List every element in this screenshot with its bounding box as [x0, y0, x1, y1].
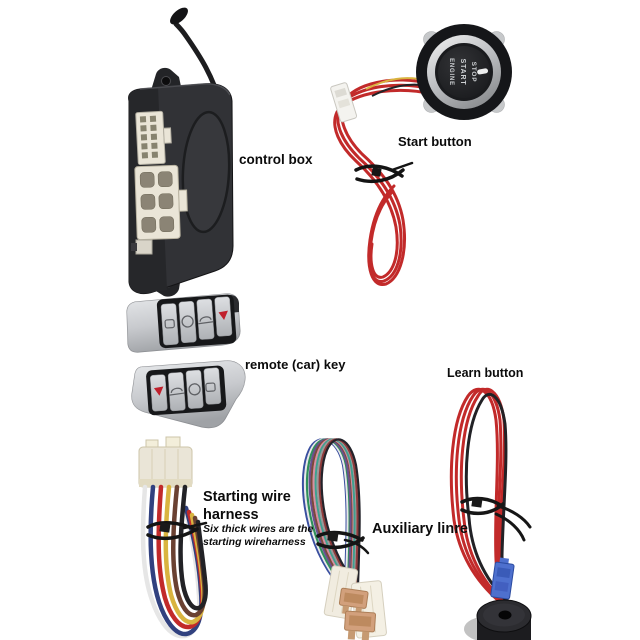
starting-wire-harness-image — [138, 436, 208, 639]
control-box-label: control box — [239, 152, 313, 167]
start-button-face-text: ENGINE START STOP — [448, 58, 477, 86]
auxiliary-wires — [301, 438, 361, 588]
learn-connector-blue — [490, 557, 515, 600]
alarm-icon — [153, 386, 164, 396]
key-bottom-button-3 — [185, 369, 204, 409]
start-button-label: Start button — [398, 134, 472, 149]
remote-key-label: remote (car) key — [245, 357, 346, 372]
starting-wire-harness-note-line1: Six thick wires are the — [203, 523, 314, 535]
starting-wire-harness-note: Six thick wires are the starting wirehar… — [203, 523, 313, 548]
auxiliary-zip-tie — [316, 530, 370, 555]
antenna-tip — [170, 7, 188, 25]
starting-wire-harness-label: Starting wire harness — [203, 488, 291, 524]
learn-button-switch — [464, 599, 532, 640]
auxiliary-line-image — [301, 438, 387, 640]
logo-icon — [188, 383, 201, 396]
start-wire-zip-tie — [354, 161, 414, 183]
svg-text:STOP: STOP — [470, 62, 477, 83]
start-button-led — [477, 68, 489, 75]
control-box-image — [128, 7, 234, 297]
auxiliary-line-label: Auxiliary linre — [372, 521, 468, 537]
remote-key-top-image — [126, 293, 241, 353]
start-button-face — [438, 46, 490, 98]
control-box-12pin-connector — [135, 110, 172, 166]
door-icon — [164, 319, 175, 329]
remote-key-bottom-image — [131, 360, 246, 429]
starting-wire-harness-note-line2: starting wireharness — [203, 535, 306, 548]
starting-harness-zip-tie — [146, 521, 208, 541]
control-box-antenna — [173, 21, 224, 109]
trunk-icon — [198, 316, 214, 325]
learn-zip-tie — [460, 496, 532, 542]
auxiliary-fuse-2 — [344, 610, 377, 640]
starting-wire-harness-label-line2: harness — [203, 507, 259, 523]
svg-text:ENGINE: ENGINE — [448, 58, 454, 86]
trunk-icon — [169, 387, 185, 396]
key-top-button-2 — [178, 300, 197, 344]
control-box-main-connector — [134, 164, 188, 241]
starting-harness-connector — [138, 436, 193, 488]
learn-button-image — [449, 388, 532, 640]
control-box-speaker-oval — [181, 110, 231, 234]
starting-harness-wires — [140, 484, 208, 639]
learn-button-label: Learn button — [447, 366, 524, 380]
start-button-image: ENGINE START STOP — [330, 24, 512, 286]
key-bottom-button-4 — [203, 367, 222, 405]
control-box-switch — [135, 239, 153, 255]
alarm-icon — [218, 310, 228, 320]
key-bottom-button-2 — [167, 372, 186, 412]
start-button-connector — [330, 82, 358, 123]
starting-wire-harness-label-line1: Starting wire — [203, 489, 291, 505]
key-top-button-3 — [196, 298, 215, 340]
key-top-button-1 — [160, 303, 179, 346]
svg-text:START: START — [459, 59, 466, 86]
logo-icon — [181, 315, 194, 328]
lock-icon — [205, 382, 216, 392]
